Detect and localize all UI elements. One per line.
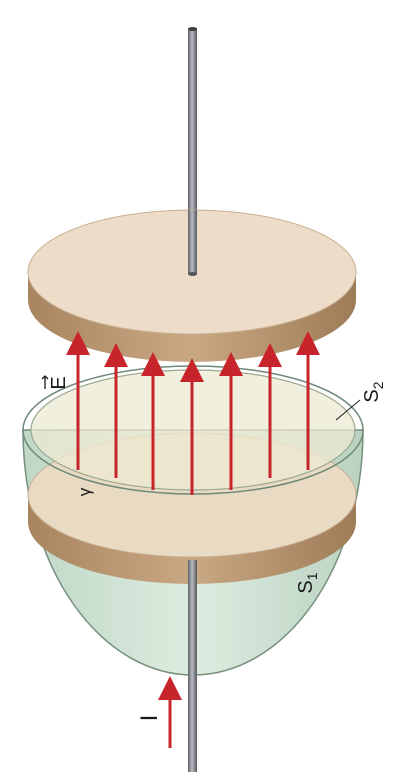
s2-leader-line (335, 399, 361, 421)
surface-s1-sub: 1 (304, 572, 320, 580)
loop-label-text: γ (75, 487, 94, 496)
field-label-text: E (48, 376, 70, 389)
surface-s1-letter: S (295, 580, 317, 593)
surface-s1-label: S1 (295, 572, 320, 593)
current-label-text: I (136, 715, 163, 722)
loop-label: γ (75, 487, 94, 496)
top-wire (188, 27, 197, 283)
surface-s2-sub: 2 (370, 381, 386, 389)
svg-text:S1: S1 (295, 572, 320, 593)
surface-s2-label: S2 (361, 381, 386, 402)
svg-text:S2: S2 (361, 381, 386, 402)
electric-field-lines (66, 331, 320, 495)
top-plate (27, 209, 357, 362)
surface-s2-letter: S (361, 389, 383, 402)
current-label: I (136, 715, 163, 722)
field-label: E (41, 375, 70, 390)
bottom-wire (188, 560, 197, 772)
